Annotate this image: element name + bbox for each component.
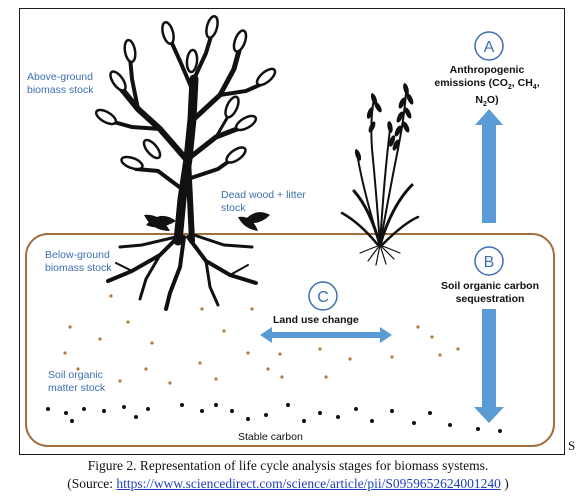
stage-b-letter: B xyxy=(484,254,495,271)
organic-matter-dot xyxy=(390,355,394,359)
side-letter: S xyxy=(568,438,576,453)
organic-matter-dot xyxy=(280,375,284,379)
stable-carbon-dot xyxy=(180,403,184,407)
stable-carbon-dot xyxy=(134,415,138,419)
organic-matter-dot xyxy=(144,367,148,371)
stable-carbon-dot xyxy=(498,429,502,433)
organic-matter-dot xyxy=(456,347,460,351)
organic-matter-dot xyxy=(126,320,130,324)
stable-carbon-dot xyxy=(230,409,234,413)
organic-matter-dot xyxy=(118,379,122,383)
organic-matter-dot xyxy=(278,352,282,356)
double-arrow-icon xyxy=(260,327,392,343)
stage-a-letter: A xyxy=(484,39,495,56)
organic-matter-dot xyxy=(416,325,420,329)
source-link[interactable]: https://www.sciencedirect.com/science/ar… xyxy=(116,476,501,491)
organic-matter-dot xyxy=(168,381,172,385)
stable-carbon-dot xyxy=(370,419,374,423)
stable-carbon-dot xyxy=(200,409,204,413)
organic-matter-dot xyxy=(348,357,352,361)
stable-carbon-dot xyxy=(246,417,250,421)
organic-matter-dot xyxy=(266,367,270,371)
organic-matter-dot xyxy=(200,307,204,311)
below-ground-label: Below-ground biomass stock xyxy=(45,249,112,274)
organic-matter-dot xyxy=(109,294,113,298)
stable-carbon-label: Stable carbon xyxy=(238,431,303,443)
stable-carbon-dot xyxy=(448,423,452,427)
stage-c-letter: C xyxy=(317,289,329,306)
soil-carbon-sequestration-label: Soil organic carbon sequestration xyxy=(440,280,540,305)
tree-icon xyxy=(106,31,266,311)
organic-matter-dot xyxy=(98,337,102,341)
litter-leaves xyxy=(144,212,270,231)
stable-carbon-dot xyxy=(286,403,290,407)
stage-a-circle: A xyxy=(474,31,504,61)
stable-carbon-dot xyxy=(264,413,268,417)
organic-matter-dot xyxy=(68,325,72,329)
stable-carbon-dot xyxy=(412,421,416,425)
stable-carbon-dot xyxy=(214,403,218,407)
organic-matter-dot xyxy=(250,307,254,311)
organic-matter-dot xyxy=(324,375,328,379)
dead-wood-label: Dead wood + litter stock xyxy=(221,189,306,214)
organic-matter-dot xyxy=(430,335,434,339)
stable-carbon-dot xyxy=(70,419,74,423)
figure-source: (Source: https://www.sciencedirect.com/s… xyxy=(67,476,509,491)
stable-carbon-dot xyxy=(146,407,150,411)
organic-matter-dot xyxy=(318,347,322,351)
land-use-change-label: Land use change xyxy=(273,314,359,326)
diagram-figure: A B C Above-ground biomass stock Dead wo… xyxy=(19,8,565,455)
organic-matter-dot xyxy=(246,351,250,355)
stable-carbon-dot xyxy=(122,405,126,409)
above-ground-label: Above-ground biomass stock xyxy=(27,71,94,96)
stable-carbon-dot xyxy=(64,411,68,415)
stable-carbon-dots xyxy=(46,403,502,433)
soil-organic-matter-label: Soil organic matter stock xyxy=(48,369,106,394)
stage-b-circle: B xyxy=(474,246,504,276)
anthropogenic-emissions-label: Anthropogenic emissions (CO2, CH4, N2O) xyxy=(434,64,540,109)
arrow-down-icon xyxy=(474,309,504,423)
stable-carbon-dot xyxy=(390,409,394,413)
arrow-up-icon xyxy=(475,109,503,223)
stable-carbon-dot xyxy=(102,409,106,413)
organic-matter-dot xyxy=(214,377,218,381)
stable-carbon-dot xyxy=(82,407,86,411)
grass-icon xyxy=(340,92,420,266)
stable-carbon-dot xyxy=(354,407,358,411)
soil-organic-matter-dots xyxy=(63,294,460,385)
stable-carbon-dot xyxy=(336,415,340,419)
stable-carbon-dot xyxy=(476,427,480,431)
stable-carbon-dot xyxy=(302,419,306,423)
stable-carbon-dot xyxy=(428,411,432,415)
stable-carbon-dot xyxy=(318,411,322,415)
figure-caption: Figure 2. Representation of life cycle a… xyxy=(87,458,489,473)
organic-matter-dot xyxy=(150,341,154,345)
tree-leaves xyxy=(94,15,277,171)
wheat-grains xyxy=(354,83,414,161)
organic-matter-dot xyxy=(63,351,67,355)
organic-matter-dot xyxy=(76,367,80,371)
stage-c-circle: C xyxy=(308,281,338,311)
stable-carbon-dot xyxy=(46,407,50,411)
organic-matter-dot xyxy=(198,361,202,365)
organic-matter-dot xyxy=(222,329,226,333)
soil-region xyxy=(25,233,555,447)
organic-matter-dot xyxy=(438,353,442,357)
